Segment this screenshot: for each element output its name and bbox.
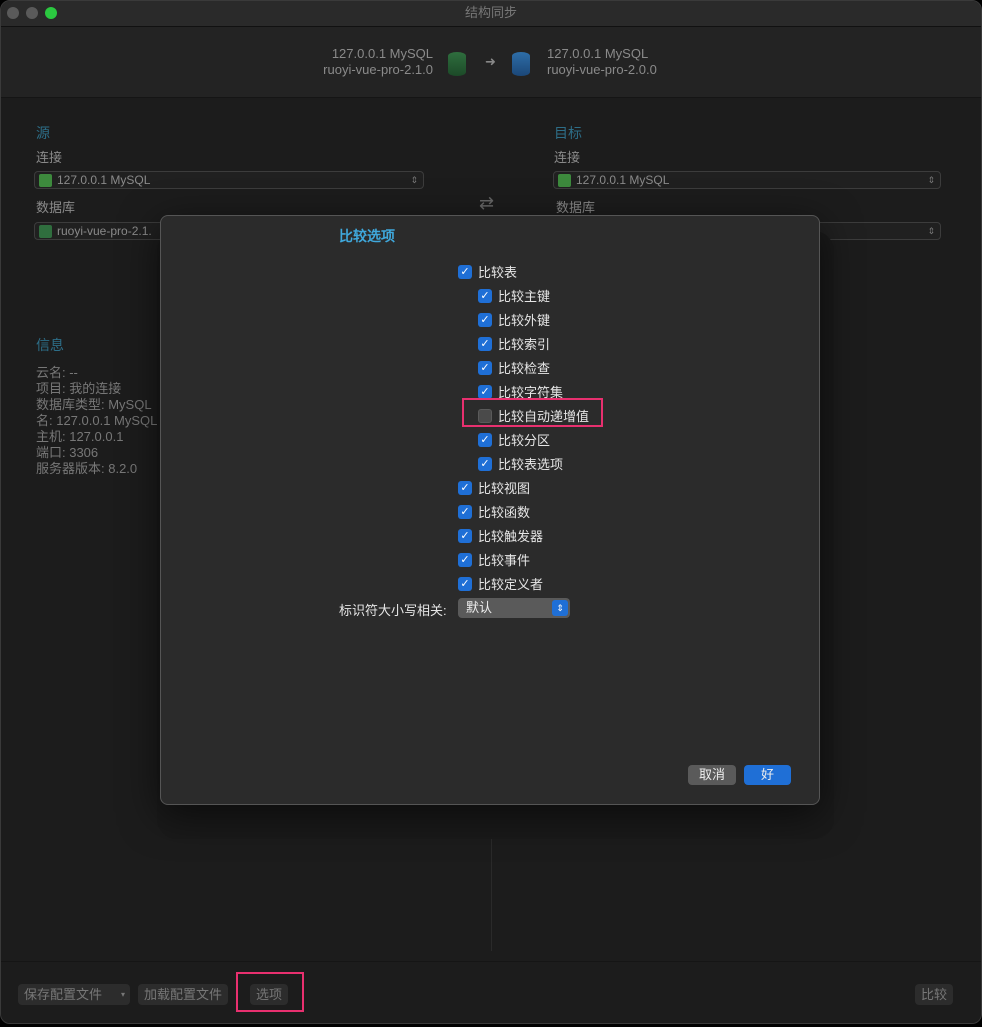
- checkbox-label: 比较表: [478, 265, 518, 280]
- checkbox-label: 比较字符集: [498, 385, 564, 400]
- checkbox-empty-icon[interactable]: [478, 408, 492, 423]
- cancel-button[interactable]: 取消: [688, 765, 736, 785]
- checkbox-option[interactable]: 比较自动递增值: [478, 406, 589, 425]
- checkbox-label: 比较定义者: [478, 577, 544, 592]
- case-sensitivity-select[interactable]: 默认 ⇕: [458, 598, 570, 618]
- checkmark-icon[interactable]: ✓: [458, 480, 472, 495]
- load-profile-button[interactable]: 加载配置文件: [138, 984, 229, 1005]
- checkbox-option[interactable]: ✓ 比较检查: [478, 358, 550, 377]
- info-heading: 信息: [36, 337, 64, 353]
- checkbox-label: 比较索引: [498, 337, 551, 352]
- checkmark-icon[interactable]: ✓: [478, 336, 492, 351]
- source-database-icon: [448, 52, 466, 76]
- checkbox-label: 比较主键: [498, 289, 551, 304]
- info-line: 服务器版本: 8.2.0: [36, 461, 138, 476]
- target-conn-name: 127.0.0.1 MySQL: [547, 46, 649, 61]
- source-db-name: ruoyi-vue-pro-2.1.0: [323, 62, 433, 77]
- checkmark-icon[interactable]: ✓: [478, 312, 492, 327]
- arrow-right-icon: ➜: [485, 54, 496, 69]
- minimize-button[interactable]: [26, 7, 38, 19]
- dialog-title: 比较选项: [339, 228, 395, 244]
- checkmark-icon[interactable]: ✓: [478, 288, 492, 303]
- checkbox-option[interactable]: ✓ 比较定义者: [458, 574, 543, 593]
- checkbox-option[interactable]: ✓ 比较主键: [478, 286, 550, 305]
- checkmark-icon[interactable]: ✓: [458, 264, 472, 279]
- zoom-button[interactable]: [45, 7, 57, 19]
- checkbox-option[interactable]: ✓ 比较外键: [478, 310, 550, 329]
- checkbox-label: 比较表选项: [498, 457, 564, 472]
- source-db-label: 数据库: [36, 200, 76, 215]
- info-line: 数据库类型: MySQL: [36, 397, 152, 412]
- target-heading: 目标: [554, 125, 582, 141]
- checkmark-icon[interactable]: ✓: [478, 360, 492, 375]
- info-line: 端口: 3306: [36, 445, 99, 460]
- checkbox-label: 比较分区: [498, 433, 551, 448]
- target-conn-value: 127.0.0.1 MySQL: [576, 173, 670, 187]
- checkmark-icon[interactable]: ✓: [458, 576, 472, 591]
- checkbox-option[interactable]: ✓ 比较表选项: [478, 454, 563, 473]
- checkbox-option[interactable]: ✓ 比较视图: [458, 478, 530, 497]
- checkmark-icon[interactable]: ✓: [478, 456, 492, 471]
- checkbox-label: 比较事件: [478, 553, 531, 568]
- checkbox-option[interactable]: ✓ 比较表: [458, 262, 517, 281]
- options-button[interactable]: 选项: [250, 984, 289, 1005]
- swap-icon[interactable]: ⇄: [479, 193, 495, 213]
- updown-icon: ⇕: [410, 175, 418, 185]
- source-conn-label: 连接: [36, 150, 63, 165]
- mysql-icon: [39, 174, 52, 187]
- checkbox-label: 比较检查: [498, 361, 551, 376]
- ok-button[interactable]: 好: [744, 765, 791, 785]
- checkbox-option[interactable]: ✓ 比较事件: [458, 550, 530, 569]
- highlight-options: [236, 972, 304, 1012]
- dropdown-icon[interactable]: ▾: [120, 990, 125, 999]
- updown-icon: ⇕: [927, 226, 935, 236]
- save-profile-button[interactable]: 保存配置文件 ▾: [18, 984, 130, 1005]
- checkbox-option[interactable]: ✓ 比较分区: [478, 430, 550, 449]
- checkbox-option[interactable]: ✓ 比较字符集: [478, 382, 563, 401]
- checkbox-label: 比较自动递增值: [498, 409, 590, 424]
- checkbox-label: 比较外键: [498, 313, 551, 328]
- source-conn-value: 127.0.0.1 MySQL: [57, 173, 151, 187]
- info-line: 项目: 我的连接: [36, 381, 122, 396]
- source-db-value: ruoyi-vue-pro-2.1.: [57, 224, 152, 238]
- save-profile-label: 保存配置文件: [24, 987, 103, 1002]
- checkmark-icon[interactable]: ✓: [478, 432, 492, 447]
- title-bar: 结构同步: [1, 1, 981, 27]
- checkbox-option[interactable]: ✓ 比较索引: [478, 334, 550, 353]
- checkbox-option[interactable]: ✓ 比较函数: [458, 502, 530, 521]
- info-list: 云名: -- 项目: 我的连接 数据库类型: MySQL 名: 127.0.0.…: [36, 365, 157, 477]
- compare-button[interactable]: 比较: [915, 984, 954, 1005]
- info-line: 名: 127.0.0.1 MySQL: [36, 413, 158, 428]
- footer-toolbar: 保存配置文件 ▾ 加载配置文件 选项 比较: [1, 961, 981, 1023]
- checkbox-label: 比较触发器: [478, 529, 544, 544]
- highlight-auto-increment: [462, 398, 603, 427]
- case-sensitivity-value: 默认: [466, 600, 493, 615]
- close-button[interactable]: [7, 7, 19, 19]
- mysql-icon: [558, 174, 571, 187]
- target-db-name: ruoyi-vue-pro-2.0.0: [547, 62, 657, 77]
- source-heading: 源: [36, 125, 50, 141]
- updown-icon: ⇕: [552, 600, 568, 616]
- target-database-icon: [512, 52, 530, 76]
- target-db-label: 数据库: [556, 200, 596, 215]
- compare-options-dialog: 比较选项 ✓ 比较表 ✓ 比较主键 ✓ 比较外键 ✓ 比较索引 ✓ 比较检查 ✓ 比较字符集比较自动递…: [160, 215, 820, 805]
- info-line: 主机: 127.0.0.1: [36, 429, 124, 444]
- target-conn-select[interactable]: 127.0.0.1 MySQL ⇕: [553, 171, 941, 189]
- source-conn-name: 127.0.0.1 MySQL: [331, 46, 433, 61]
- checkmark-icon[interactable]: ✓: [478, 384, 492, 399]
- case-sensitivity-label: 标识符大小写相关:: [339, 603, 447, 618]
- checkmark-icon[interactable]: ✓: [458, 528, 472, 543]
- database-icon: [39, 225, 52, 238]
- source-conn-select[interactable]: 127.0.0.1 MySQL ⇕: [34, 171, 424, 189]
- checkbox-label: 比较函数: [478, 505, 531, 520]
- checkmark-icon[interactable]: ✓: [458, 504, 472, 519]
- info-line: 云名: --: [36, 365, 78, 380]
- updown-icon: ⇕: [927, 175, 935, 185]
- checkmark-icon[interactable]: ✓: [458, 552, 472, 567]
- target-conn-label: 连接: [554, 150, 581, 165]
- checkbox-label: 比较视图: [478, 481, 531, 496]
- checkbox-option[interactable]: ✓ 比较触发器: [458, 526, 543, 545]
- window-title: 结构同步: [464, 5, 517, 20]
